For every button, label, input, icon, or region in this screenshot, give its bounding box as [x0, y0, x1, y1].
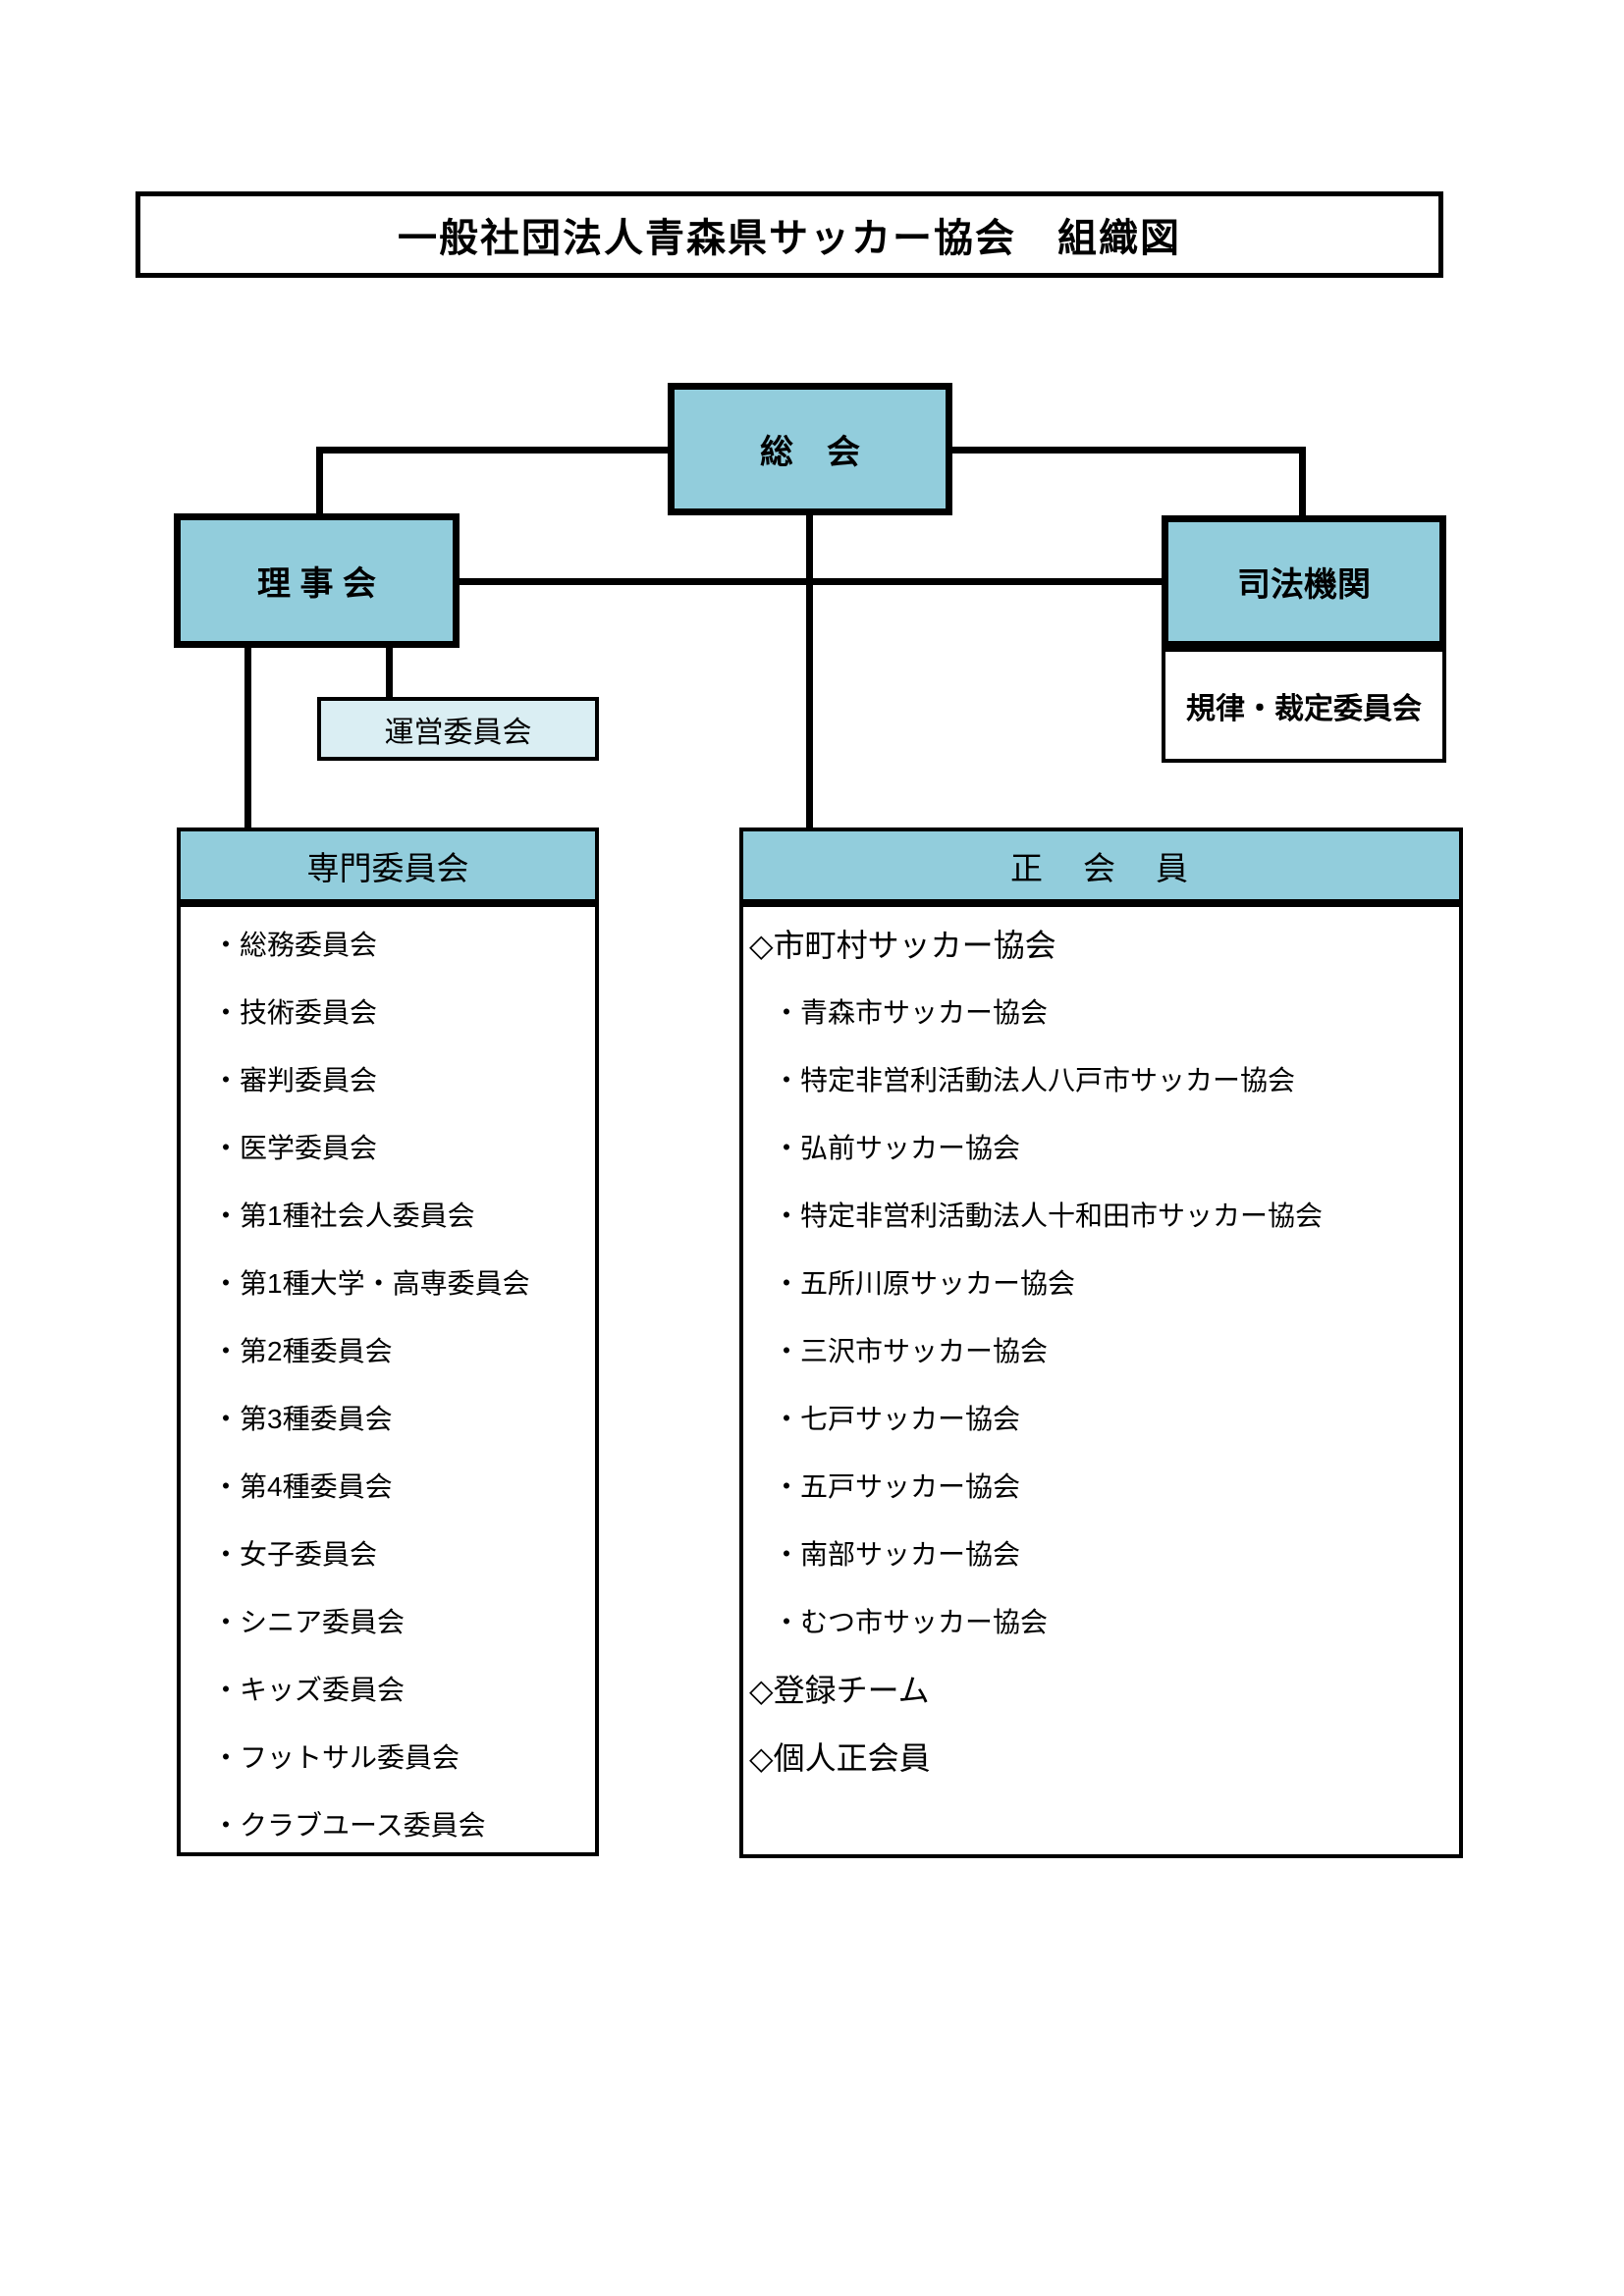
list-item: ・医学委員会	[212, 1132, 378, 1163]
list-item: ・女子委員会	[212, 1538, 378, 1570]
list-item: ・第4種委員会	[212, 1470, 393, 1502]
node-judicial-body-label: 司法機関	[1237, 566, 1371, 604]
list-item: ・特定非営利活動法人八戸市サッカー協会	[773, 1064, 1296, 1095]
node-discipline-arbitration-committee: 規律・裁定委員会	[1162, 648, 1446, 763]
list-item: ・第3種委員会	[212, 1403, 393, 1434]
connector-rijikai-shihou-horizontal	[458, 578, 1164, 585]
node-board-of-directors: 理 事 会	[174, 513, 460, 648]
connector-rijikai-unei-vertical	[386, 646, 393, 699]
node-general-assembly-label: 総 会	[760, 434, 860, 471]
connector-soukai-shihou-horizontal	[952, 447, 1306, 454]
list-item: ・七戸サッカー協会	[773, 1403, 1021, 1434]
list-item: ・五戸サッカー協会	[773, 1470, 1021, 1502]
specialized-committees-title: 専門委員会	[306, 849, 469, 886]
list-item: ・むつ市サッカー協会	[773, 1606, 1049, 1637]
list-item: ◇個人正会員	[749, 1739, 931, 1776]
node-board-of-directors-label: 理 事 会	[257, 565, 376, 603]
panel-header-regular-members: 正 会 員	[739, 828, 1463, 903]
regular-members-title: 正 会 員	[1010, 849, 1192, 886]
connector-rijikai-senmon-vertical	[244, 646, 251, 829]
list-item: ・三沢市サッカー協会	[773, 1335, 1049, 1366]
list-item: ・フットサル委員会	[212, 1741, 460, 1773]
list-item: ・審判委員会	[212, 1064, 378, 1095]
connector-soukai-rijikai-horizontal	[316, 447, 668, 454]
list-item: ・青森市サッカー協会	[773, 996, 1049, 1028]
list-item: ・五所川原サッカー協会	[773, 1267, 1076, 1299]
list-item: ・第2種委員会	[212, 1335, 393, 1366]
list-item: ・特定非営利活動法人十和田市サッカー協会	[773, 1200, 1324, 1231]
panel-header-specialized-committees: 専門委員会	[177, 828, 599, 903]
list-item: ・南部サッカー協会	[773, 1538, 1021, 1570]
list-item: ・弘前サッカー協会	[773, 1132, 1021, 1163]
list-item: ・キッズ委員会	[212, 1674, 406, 1705]
node-operating-committee-label: 運営委員会	[384, 716, 532, 749]
list-item: ◇登録チーム	[749, 1672, 930, 1708]
list-item: ・第1種社会人委員会	[212, 1200, 475, 1231]
node-discipline-arbitration-label: 規律・裁定委員会	[1186, 692, 1422, 725]
panel-specialized-committees-list: ・総務委員会・技術委員会・審判委員会・医学委員会・第1種社会人委員会・第1種大学…	[177, 903, 599, 1856]
connector-soukai-seikaiin-vertical	[806, 513, 813, 829]
list-item: ・第1種大学・高専委員会	[212, 1267, 530, 1299]
node-operating-committee: 運営委員会	[317, 697, 599, 761]
list-item: ・クラブユース委員会	[212, 1809, 486, 1841]
node-judicial-body: 司法機関	[1162, 515, 1446, 648]
connector-soukai-shihou-vertical	[1299, 447, 1306, 517]
list-item: ・総務委員会	[212, 929, 378, 960]
list-item: ・技術委員会	[212, 996, 378, 1028]
chart-title: 一般社団法人青森県サッカー協会 組織図	[398, 217, 1181, 260]
panel-regular-members-list: ◇市町村サッカー協会・青森市サッカー協会・特定非営利活動法人八戸市サッカー協会・…	[739, 903, 1463, 1858]
list-item: ◇市町村サッカー協会	[749, 927, 1056, 963]
node-general-assembly: 総 会	[668, 383, 952, 515]
chart-title-box: 一般社団法人青森県サッカー協会 組織図	[135, 191, 1443, 278]
list-item: ・シニア委員会	[212, 1606, 406, 1637]
connector-soukai-rijikai-vertical	[316, 447, 323, 515]
